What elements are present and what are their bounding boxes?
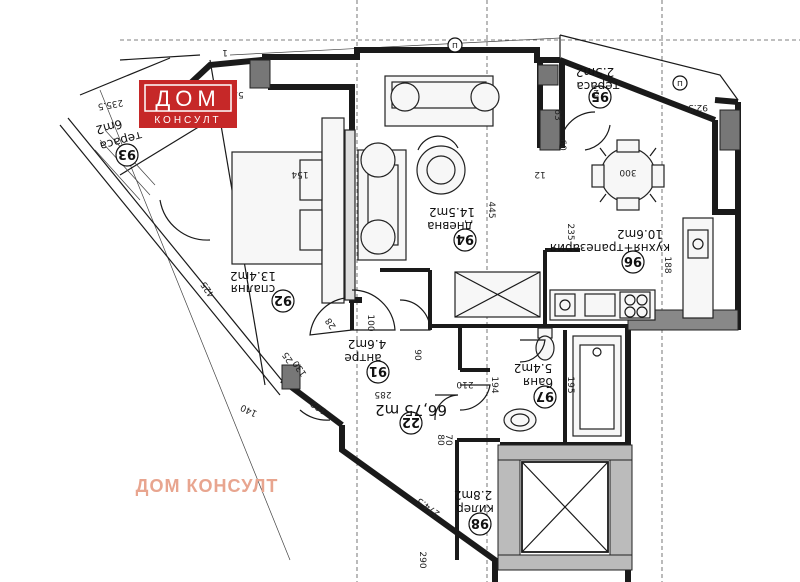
elevator-shaft bbox=[521, 461, 609, 553]
toilet bbox=[535, 327, 555, 361]
room-name: антре bbox=[344, 351, 381, 365]
dim-92: 92.5 bbox=[688, 102, 708, 112]
watermark-text: ДОМ КОНСУЛТ bbox=[136, 476, 279, 496]
columns bbox=[249, 59, 741, 571]
room-name: дневна bbox=[427, 219, 473, 233]
room-area: 14.5m2 bbox=[429, 205, 475, 219]
dim-154: 154 bbox=[291, 169, 308, 179]
logo-text-bottom: КОНСУЛТ bbox=[154, 115, 221, 126]
room-number: 97 bbox=[536, 388, 554, 403]
room-number: 91 bbox=[369, 363, 387, 378]
room-name: килер bbox=[456, 502, 494, 516]
bathtub bbox=[572, 335, 622, 437]
company-logo: ДОМ КОНСУЛТ bbox=[139, 80, 237, 128]
room-number: 95 bbox=[591, 88, 609, 103]
dim-90: 90 bbox=[412, 349, 422, 361]
armchair bbox=[360, 142, 396, 255]
room-area: 2.8m2 bbox=[454, 488, 492, 502]
dim-70: 70 bbox=[443, 434, 453, 446]
room-name: спалня bbox=[231, 282, 276, 296]
dim-55: 55 bbox=[232, 89, 243, 99]
dim-80: 80 bbox=[435, 434, 445, 446]
room-area: 6m2 bbox=[94, 117, 124, 138]
dim-140: 140 bbox=[239, 402, 259, 418]
dim-300: 300 bbox=[619, 167, 636, 177]
dim-188: 188 bbox=[662, 256, 672, 273]
room-area: 2.5m2 bbox=[576, 65, 614, 79]
room-area: 4.6m2 bbox=[348, 337, 386, 351]
dim-235: 235 bbox=[565, 223, 575, 240]
logo-background bbox=[139, 80, 237, 128]
dim-210: 210 bbox=[456, 379, 473, 389]
washbasin bbox=[503, 408, 537, 432]
room-area: 5.4m2 bbox=[514, 361, 552, 375]
dim-445: 445 bbox=[486, 201, 496, 218]
kitchen-counter bbox=[549, 217, 714, 321]
dim-285: 285 bbox=[374, 389, 391, 399]
vent-marker-label: п bbox=[452, 41, 458, 51]
room-badge bbox=[271, 289, 295, 313]
room-labels: 92 спалня 13.4m2 93 тераса 6m2 94 дневна… bbox=[94, 65, 670, 536]
room-number: 96 bbox=[624, 253, 642, 268]
dim-25: 25 bbox=[281, 350, 296, 365]
room-number: 92 bbox=[274, 292, 292, 307]
room-name: кухня+трапезария bbox=[550, 241, 670, 255]
logo-text-top: ДОМ bbox=[155, 86, 220, 111]
dim-2355: 235.5 bbox=[97, 97, 124, 111]
room-area: 10.6m2 bbox=[617, 227, 663, 241]
room-name: тераса bbox=[576, 79, 619, 93]
room-number: 93 bbox=[118, 146, 136, 161]
dim-290: 290 bbox=[417, 551, 427, 568]
dim-2: 2 bbox=[593, 87, 599, 97]
coffee-table bbox=[416, 135, 466, 195]
vent-marker-label: п bbox=[677, 79, 683, 89]
entrance-wardrobe bbox=[454, 271, 541, 318]
room-area: 13.4m2 bbox=[230, 269, 276, 283]
total-badge-number: 22 bbox=[402, 414, 420, 429]
total-area: 66,75 m2 bbox=[375, 401, 447, 419]
dining-table bbox=[591, 139, 665, 211]
dim-100: 100 bbox=[365, 314, 375, 331]
door-swings bbox=[159, 111, 611, 421]
dim-60: 60 bbox=[557, 139, 567, 151]
interior-walls bbox=[350, 248, 628, 560]
dim-12: 12 bbox=[534, 169, 545, 179]
room-number: 98 bbox=[471, 515, 489, 530]
dim-1: 1 bbox=[222, 47, 228, 57]
dim-28: 28 bbox=[324, 315, 339, 330]
room-name: баня bbox=[523, 375, 553, 389]
vent-markers: п п bbox=[447, 37, 688, 91]
dim-194: 194 bbox=[489, 376, 499, 393]
room-number: 94 bbox=[456, 231, 474, 246]
dim-195: 195 bbox=[565, 376, 575, 393]
double-bed bbox=[231, 117, 356, 304]
dim-63: 63 bbox=[552, 109, 562, 120]
